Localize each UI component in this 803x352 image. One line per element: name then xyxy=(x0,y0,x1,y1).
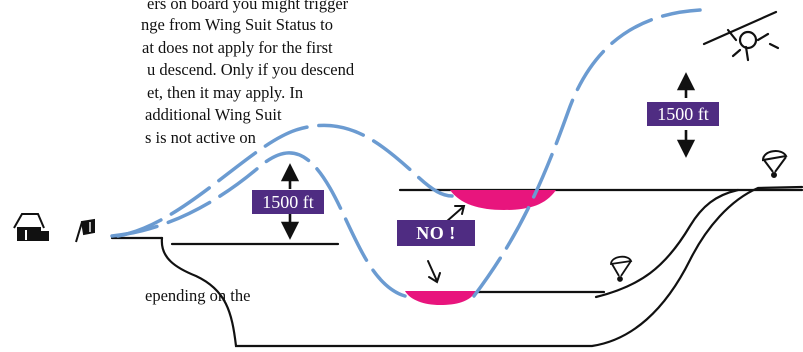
windsock-icon xyxy=(75,218,95,243)
text-line-7: s is not active on xyxy=(145,128,256,147)
parachute-icon-lower xyxy=(610,255,633,282)
altitude-badge-right: 1500 ft xyxy=(647,102,719,126)
text-line-6: additional Wing Suit xyxy=(145,105,282,124)
building-icon xyxy=(13,213,49,241)
no-badge: NO ! xyxy=(397,220,475,246)
text-line-2: nge from Wing Suit Status to xyxy=(141,15,333,34)
altitude-badge-left: 1500 ft xyxy=(252,190,324,214)
text-line-4: u descend. Only if you descend xyxy=(147,60,355,79)
lower-landing-zone xyxy=(405,291,476,305)
arrow-pair-left xyxy=(280,163,300,240)
upper-landing-zone xyxy=(450,190,556,210)
flight-path-low xyxy=(110,151,407,298)
flight-path-high xyxy=(116,123,454,238)
arrow-to-upper-zone xyxy=(445,205,466,223)
flight-path-climb xyxy=(472,8,702,298)
text-line-5: et, then it may apply. In xyxy=(147,83,304,102)
valley-outline xyxy=(160,185,803,348)
parachute-icon xyxy=(761,150,788,178)
arrow-pair-right xyxy=(676,72,696,158)
arrow-to-lower-zone xyxy=(427,260,441,284)
airplane-icon xyxy=(702,10,780,62)
text-line-3: at does not apply for the first xyxy=(142,38,333,57)
slope-to-plateau xyxy=(594,188,740,299)
text-line-1: ers on board you might trigger xyxy=(147,0,349,13)
